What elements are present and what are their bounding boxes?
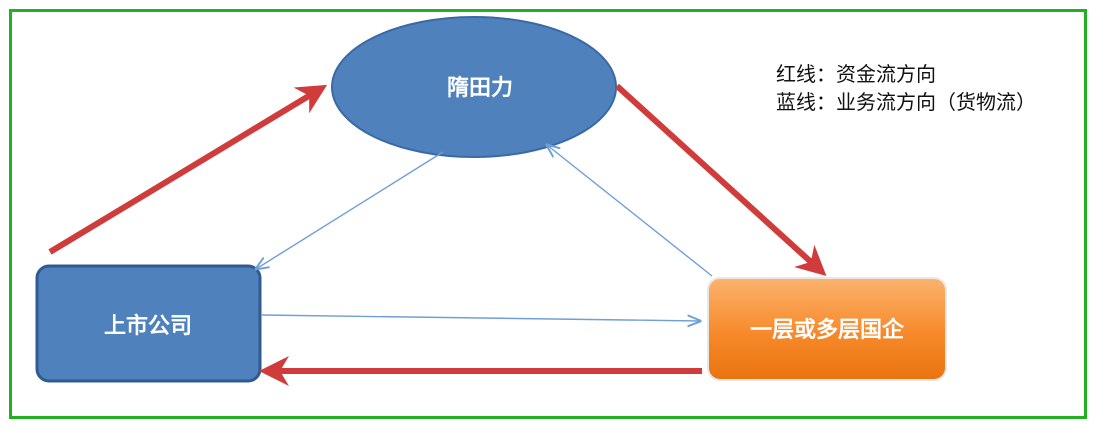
node-label-state-enterprise: 一层或多层国企 bbox=[749, 318, 904, 343]
red-arrow-suitianli-to-soe bbox=[614, 83, 827, 277]
node-label-suitianli: 隋田力 bbox=[446, 76, 513, 101]
node-listed-company bbox=[35, 264, 262, 383]
legend: 红线：资金流方向 蓝线：业务流方向（货物流） bbox=[776, 60, 1036, 116]
node-suitianli bbox=[331, 16, 617, 158]
blue-arrow-listed-to-soe bbox=[261, 314, 700, 321]
node-state-enterprise bbox=[707, 277, 947, 381]
node-label-listed-company: 上市公司 bbox=[103, 314, 192, 339]
blue-arrow-suitianli-to-listed bbox=[256, 151, 444, 269]
legend-red-line: 红线：资金流方向 bbox=[776, 62, 936, 86]
red-arrow-listed-to-suitianli bbox=[48, 84, 328, 255]
legend-blue-line: 蓝线：业务流方向（货物流） bbox=[776, 90, 1036, 114]
blue-arrow-soe-to-suitianli bbox=[547, 145, 713, 277]
diagram-frame bbox=[9, 9, 1087, 419]
